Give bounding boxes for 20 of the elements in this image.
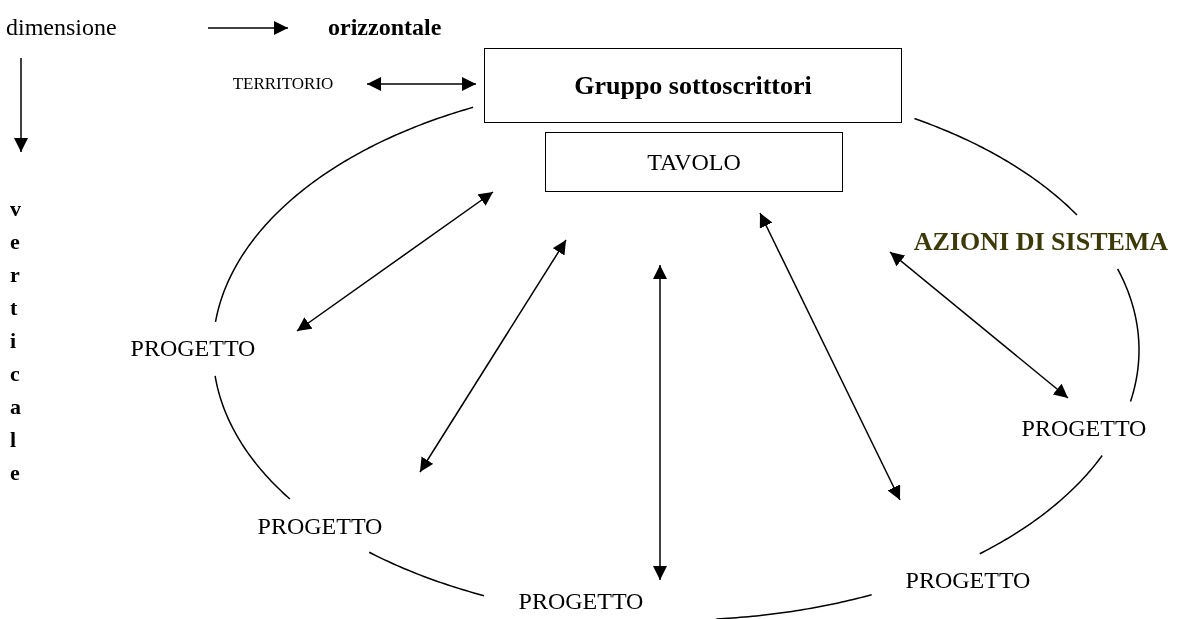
project-label: PROGETTO [518,587,644,615]
double-arrow [653,264,667,581]
project-label: PROGETTO [257,512,383,540]
dimension-label: dimensione [6,14,117,41]
project-label: PROGETTO [1021,414,1147,442]
double-arrow [296,191,494,332]
table-box [545,132,843,192]
box-title: Gruppo sottoscrittori [574,70,812,101]
double-arrow [759,212,901,501]
double-arrow [419,239,567,473]
double-arrow [889,251,1069,399]
territory-label: TERRITORIO [232,74,334,94]
double-arrow [366,77,477,91]
box-title: TAVOLO [647,148,741,176]
project-label: PROGETTO [130,334,256,362]
horizontal-label: orizzontale [328,14,442,41]
project-label: PROGETTO [905,566,1031,594]
group-box [484,48,902,123]
vertical-label: verticale [10,195,22,487]
system-actions-label: AZIONI DI SISTEMA [913,227,1169,257]
